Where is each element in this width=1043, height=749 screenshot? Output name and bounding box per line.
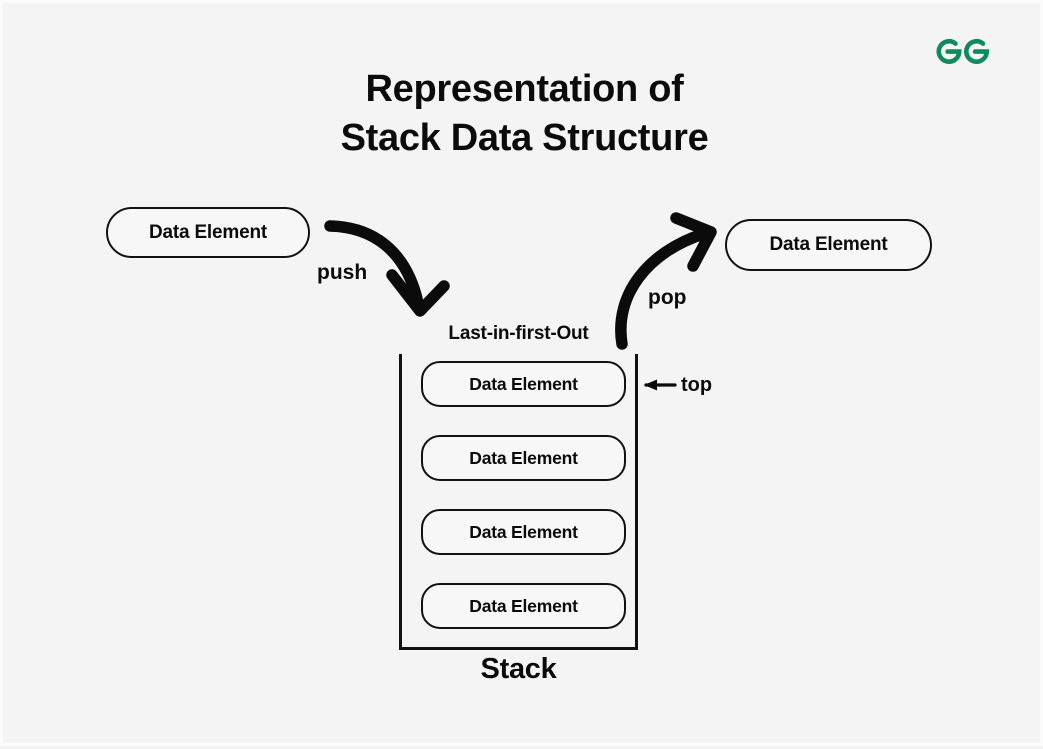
page-title-line-2: Stack Data Structure [340,117,709,159]
pop-label: pop [648,286,687,309]
stack-item: Data Element [421,509,626,555]
incoming-data-element-box: Data Element [106,207,310,258]
top-pointer-arrow-icon [644,379,677,391]
page-title: Representation of Stack Data Structure [3,65,1043,163]
stack-item: Data Element [421,583,626,629]
top-pointer-label: top [681,374,713,396]
pop-arrow-icon [615,212,717,350]
push-label: push [317,261,368,284]
stack-caption: Stack [480,653,557,685]
stack-container: Data Element Data Element Data Element D… [399,354,638,650]
page-title-line-1: Representation of [365,68,684,110]
geeksforgeeks-logo [931,30,995,70]
outgoing-data-element-box: Data Element [725,219,932,271]
stack-item: Data Element [421,361,626,407]
stack-item: Data Element [421,435,626,481]
lifo-note: Last-in-first-Out [448,323,589,344]
